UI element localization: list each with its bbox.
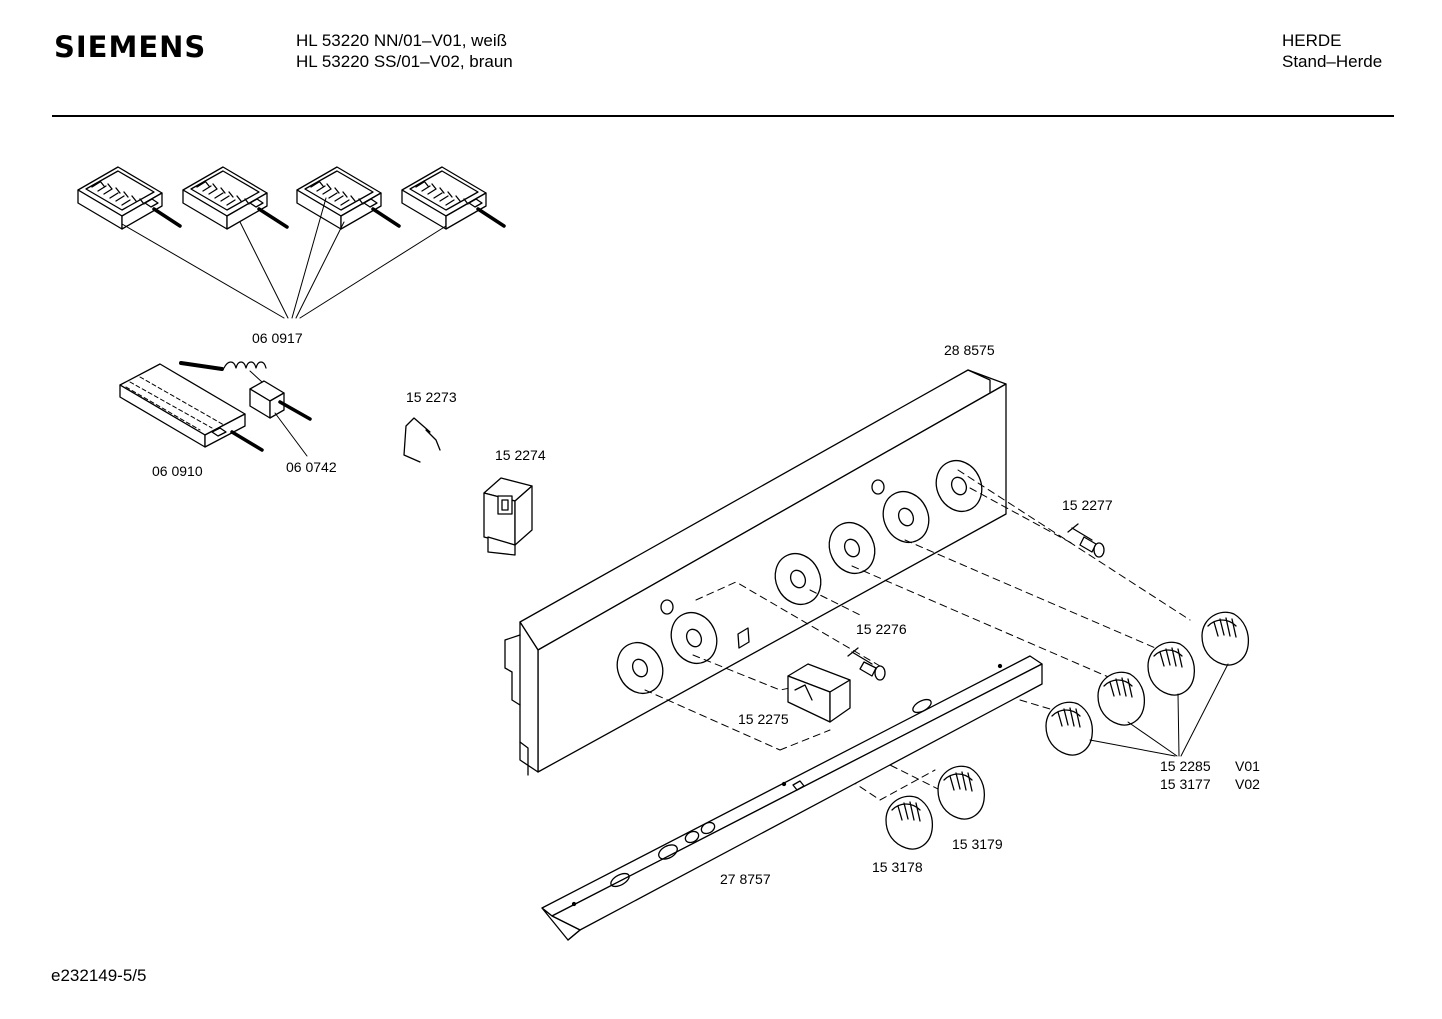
- leader-lines-060917: [121, 197, 447, 319]
- brand-logo: SIEMENS: [54, 30, 207, 64]
- clip-152273: [403, 417, 441, 463]
- category-line-2: Stand–Herde: [1282, 52, 1383, 71]
- label-152277: 15 2277: [1062, 497, 1113, 513]
- switch-152275: [787, 663, 851, 723]
- knob-152285-3: [1147, 641, 1196, 696]
- drawing-reference: e232149-5/5: [51, 966, 147, 985]
- model-list: HL 53220 NN/01–V01, weiß HL 53220 SS/01–…: [296, 30, 513, 72]
- switch-block-4: [401, 166, 506, 230]
- label-153179: 15 3179: [952, 836, 1003, 852]
- label-153178: 15 3178: [872, 859, 923, 875]
- category-line-1: HERDE: [1282, 31, 1342, 50]
- thermostat-060742: [179, 361, 312, 457]
- switch-block-2: [182, 166, 289, 230]
- knob-153179: [937, 765, 986, 820]
- switch-block-1: [77, 166, 182, 230]
- model-line-2: HL 53220 SS/01–V02, braun: [296, 52, 513, 71]
- label-278757: 27 8757: [720, 871, 771, 887]
- front-rail-278757: [541, 655, 1043, 941]
- label-v02: V02: [1235, 776, 1260, 792]
- model-line-1: HL 53220 NN/01–V01, weiß: [296, 31, 508, 50]
- knob-152285-4: [1201, 611, 1250, 666]
- leader-lines-152285: [1089, 663, 1229, 757]
- long-switch-060910: [119, 363, 264, 452]
- label-153177: 15 3177: [1160, 776, 1211, 792]
- label-v01: V01: [1235, 758, 1260, 774]
- page-header: SIEMENS HL 53220 NN/01–V01, weiß HL 5322…: [0, 0, 1442, 130]
- label-060742: 06 0742: [286, 459, 337, 475]
- light-switch-152274: [483, 477, 533, 556]
- lamp-pin-152276: [847, 647, 886, 681]
- lamp-pin-152277: [1067, 523, 1105, 558]
- product-category: HERDE Stand–Herde: [1282, 30, 1382, 72]
- label-060917: 06 0917: [252, 330, 303, 346]
- assembly-lines: [644, 469, 1191, 801]
- knob-153178: [885, 795, 934, 850]
- control-panel-288575: [504, 369, 1007, 776]
- label-152285: 15 2285: [1160, 758, 1211, 774]
- header-divider: [52, 115, 1394, 117]
- switch-block-3: [296, 166, 401, 230]
- label-152275: 15 2275: [738, 711, 789, 727]
- label-152274: 15 2274: [495, 447, 546, 463]
- label-152276: 15 2276: [856, 621, 907, 637]
- knob-152285-1: [1045, 701, 1094, 756]
- label-288575: 28 8575: [944, 342, 995, 358]
- knob-152285-2: [1097, 671, 1146, 726]
- label-060910: 06 0910: [152, 463, 203, 479]
- label-152273: 15 2273: [406, 389, 457, 405]
